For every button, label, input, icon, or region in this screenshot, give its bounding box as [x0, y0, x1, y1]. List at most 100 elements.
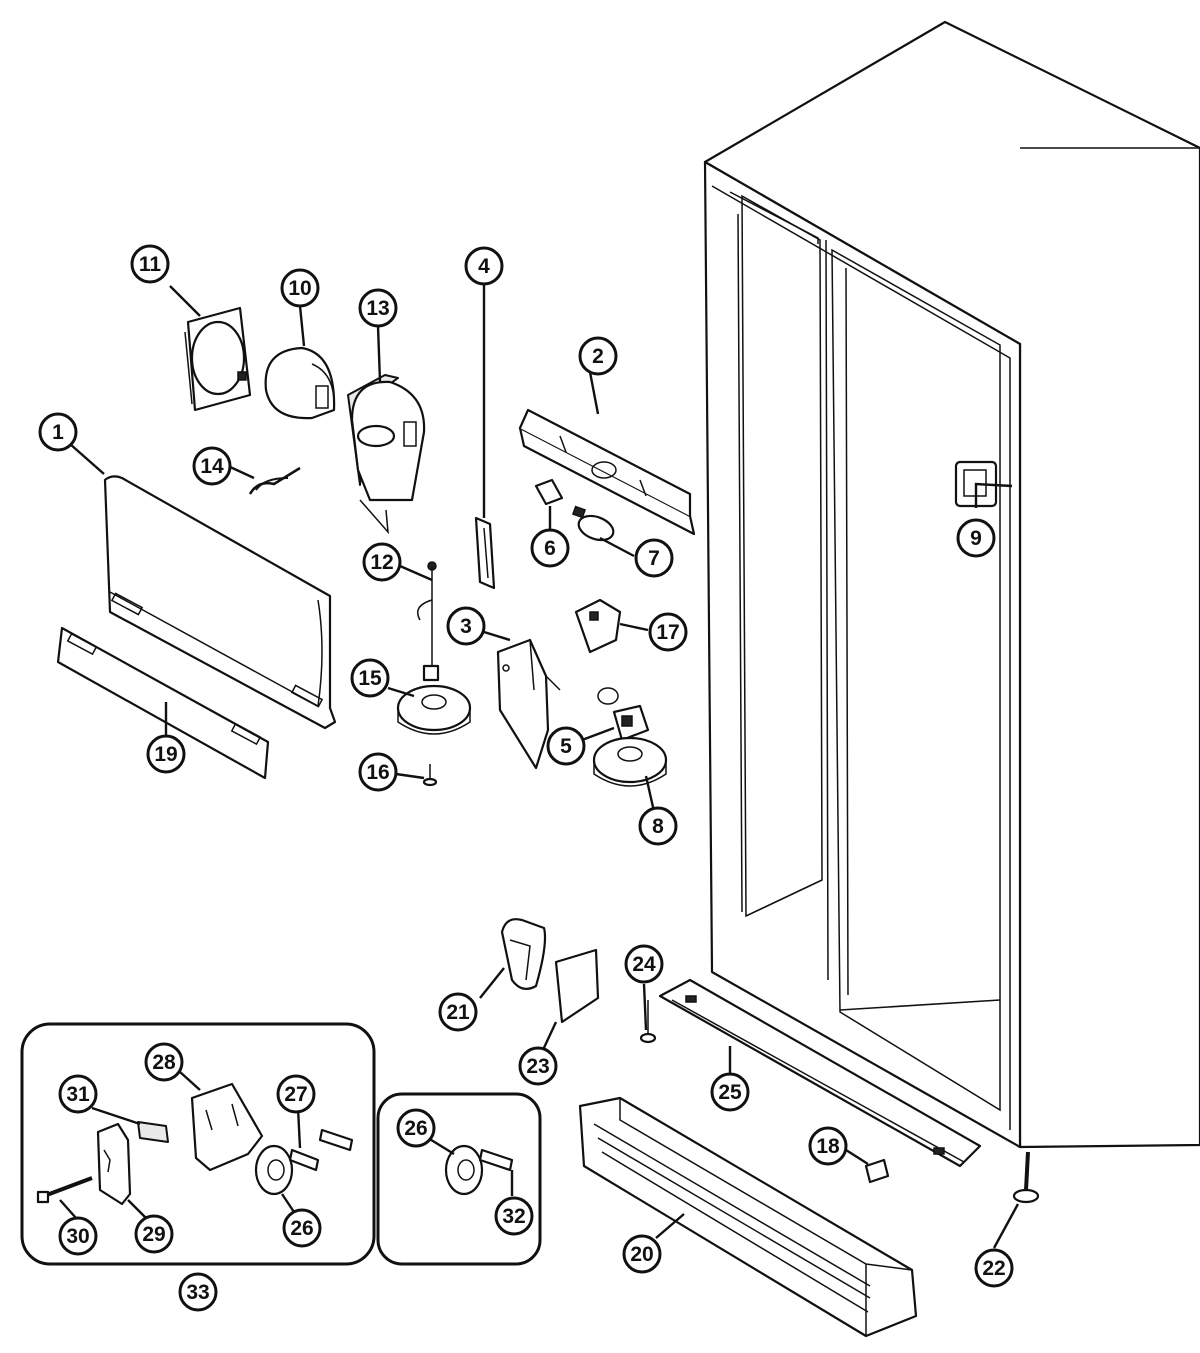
svg-text:23: 23: [526, 1055, 549, 1078]
svg-text:32: 32: [502, 1205, 525, 1228]
svg-text:15: 15: [358, 667, 382, 690]
callout-1: 1: [38, 412, 78, 452]
callout-7: 7: [634, 538, 674, 578]
callout-17: 17: [648, 612, 688, 652]
part-1-panel: [103, 475, 337, 730]
callout-19: 19: [146, 734, 186, 774]
svg-text:22: 22: [982, 1257, 1005, 1280]
callout-26-group2632: 26: [396, 1108, 436, 1148]
callout-21: 21: [438, 992, 478, 1032]
svg-text:13: 13: [366, 297, 389, 320]
part-19-strip: [56, 626, 270, 780]
callout-4: 4: [464, 246, 504, 286]
svg-text:33: 33: [186, 1281, 209, 1304]
svg-text:3: 3: [460, 615, 472, 638]
callout-25: 25: [710, 1072, 750, 1112]
part-30-bolt: [36, 1176, 93, 1204]
part-21-clip: [500, 918, 547, 991]
leader-lines: [59, 284, 1020, 1249]
callout-23: 23: [518, 1046, 558, 1086]
callout-10: 10: [280, 268, 320, 308]
svg-text:7: 7: [648, 547, 660, 570]
part-31-plate: [137, 1121, 169, 1143]
callout-16: 16: [358, 752, 398, 792]
callout-11: 11: [130, 244, 170, 284]
part-28-hinge-plate: [190, 1082, 264, 1172]
refrigerator-cabinet: [703, 20, 1200, 1149]
svg-text:14: 14: [200, 455, 224, 478]
callout-20: 20: [622, 1234, 662, 1274]
svg-text:12: 12: [370, 551, 393, 574]
svg-text:26: 26: [290, 1217, 313, 1240]
callout-27: 27: [276, 1074, 316, 1114]
part-8-roller: [592, 736, 668, 787]
callout-9: 9: [956, 518, 996, 558]
svg-text:28: 28: [152, 1051, 176, 1074]
callout-5: 5: [546, 726, 586, 766]
part-15-roller: [396, 684, 472, 735]
callout-26-group33: 26: [282, 1208, 322, 1248]
part-22-leg: [1012, 1151, 1040, 1204]
svg-text:30: 30: [66, 1225, 89, 1248]
part-11-bracket: [184, 306, 252, 412]
part-5-switch: [597, 687, 650, 742]
part-24-screw: [639, 1000, 657, 1044]
svg-text:5: 5: [560, 735, 572, 758]
svg-text:17: 17: [656, 621, 679, 644]
part-10-cap: [264, 346, 336, 420]
callout-31: 31: [58, 1074, 98, 1114]
callout-29: 29: [134, 1214, 174, 1254]
svg-text:6: 6: [544, 537, 556, 560]
part-4-bracket: [474, 516, 496, 590]
callout-18: 18: [808, 1126, 848, 1166]
callout-15: 15: [350, 658, 390, 698]
part-18-clip: [864, 1158, 890, 1184]
part-13-housing: [347, 374, 426, 535]
svg-text:16: 16: [366, 761, 389, 784]
callout-30: 30: [58, 1216, 98, 1256]
part-26-roller-a: [254, 1144, 294, 1196]
part-25-rail: [658, 978, 982, 1168]
group-26-32-box: [376, 1092, 542, 1266]
part-26-roller-b: [444, 1144, 484, 1196]
svg-text:2: 2: [592, 345, 604, 368]
part-3-box: [496, 638, 561, 770]
svg-text:8: 8: [652, 815, 664, 838]
svg-text:10: 10: [288, 277, 311, 300]
callout-24: 24: [624, 944, 664, 984]
part-2-bar: [518, 408, 696, 536]
svg-text:27: 27: [284, 1083, 307, 1106]
svg-text:9: 9: [970, 527, 982, 550]
svg-text:18: 18: [816, 1135, 840, 1158]
callout-8: 8: [638, 806, 678, 846]
svg-text:1: 1: [52, 421, 64, 444]
svg-text:21: 21: [446, 1001, 470, 1024]
svg-text:4: 4: [478, 255, 490, 278]
svg-text:19: 19: [154, 743, 177, 766]
svg-text:31: 31: [66, 1083, 90, 1106]
part-6-socket: [534, 478, 564, 506]
part-16-screw: [422, 764, 438, 787]
part-32-pin: [478, 1148, 514, 1172]
callout-3: 3: [446, 606, 486, 646]
svg-text:11: 11: [139, 253, 162, 276]
svg-text:29: 29: [142, 1223, 165, 1246]
part-29-hinge: [96, 1122, 132, 1206]
callout-28: 28: [144, 1042, 184, 1082]
callout-6: 6: [530, 528, 570, 568]
callout-32: 32: [494, 1196, 534, 1236]
callout-13: 13: [358, 288, 398, 328]
svg-text:20: 20: [630, 1243, 653, 1266]
part-27-pins: [288, 1128, 354, 1172]
callout-2: 2: [578, 336, 618, 376]
callout-14: 14: [192, 446, 232, 486]
part-17-switch: [574, 598, 622, 654]
svg-text:26: 26: [404, 1117, 427, 1140]
svg-text:25: 25: [718, 1081, 742, 1104]
svg-text:24: 24: [632, 953, 656, 976]
callout-12: 12: [362, 542, 402, 582]
part-7-bulb: [571, 505, 615, 542]
callout-33: 33: [178, 1272, 218, 1312]
